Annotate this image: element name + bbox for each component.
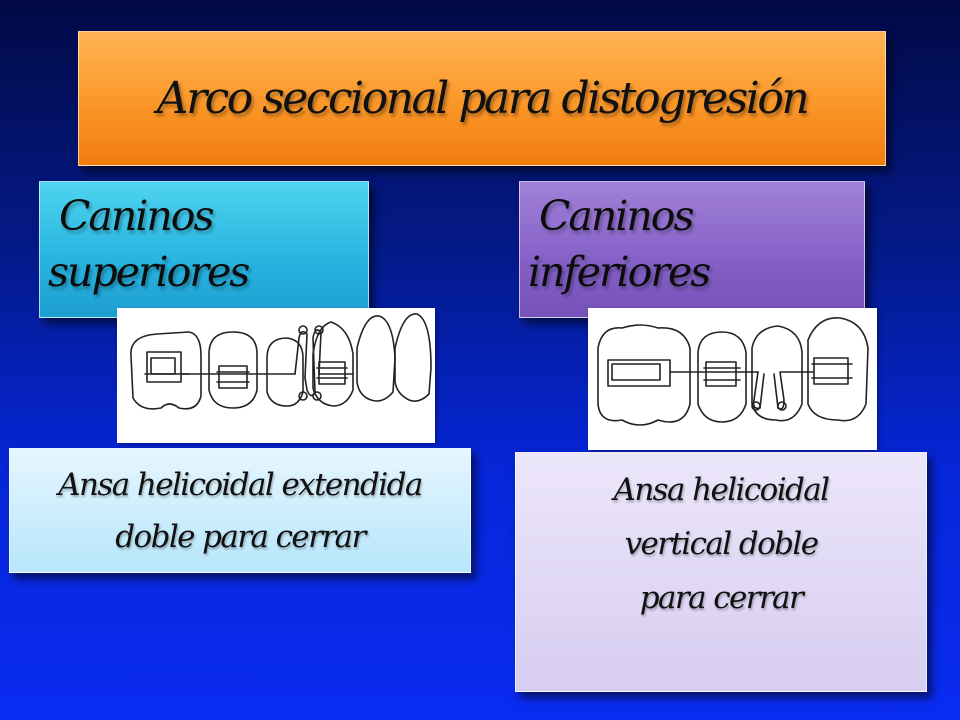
lower-canines-box: Caninos inferiores: [519, 181, 865, 318]
upper-canine-sectional-arch-icon: [117, 308, 435, 443]
lower-canines-label: Caninos inferiores: [528, 192, 711, 296]
upper-loop-description-line-2: doble para cerrar: [115, 518, 366, 555]
lower-loop-description-line-3: para cerrar: [639, 580, 804, 616]
lower-canine-sectional-arch-icon: [588, 308, 877, 450]
lower-loop-description-line-2: vertical doble: [624, 526, 819, 562]
upper-loop-description-box: Ansa helicoidal extendida doble para cer…: [9, 448, 471, 573]
lower-loop-description-line-1: Ansa helicoidal: [613, 472, 831, 508]
title-box: Arco seccional para distogresión: [78, 31, 886, 166]
slide-title: Arco seccional para distogresión: [156, 73, 810, 124]
upper-canines-box: Caninos superiores: [39, 181, 369, 318]
upper-canines-label: Caninos superiores: [48, 192, 250, 296]
lower-loop-description-box: Ansa helicoidal vertical doble para cerr…: [515, 452, 927, 692]
upper-loop-description-line-1: Ansa helicoidal extendida: [58, 466, 423, 503]
